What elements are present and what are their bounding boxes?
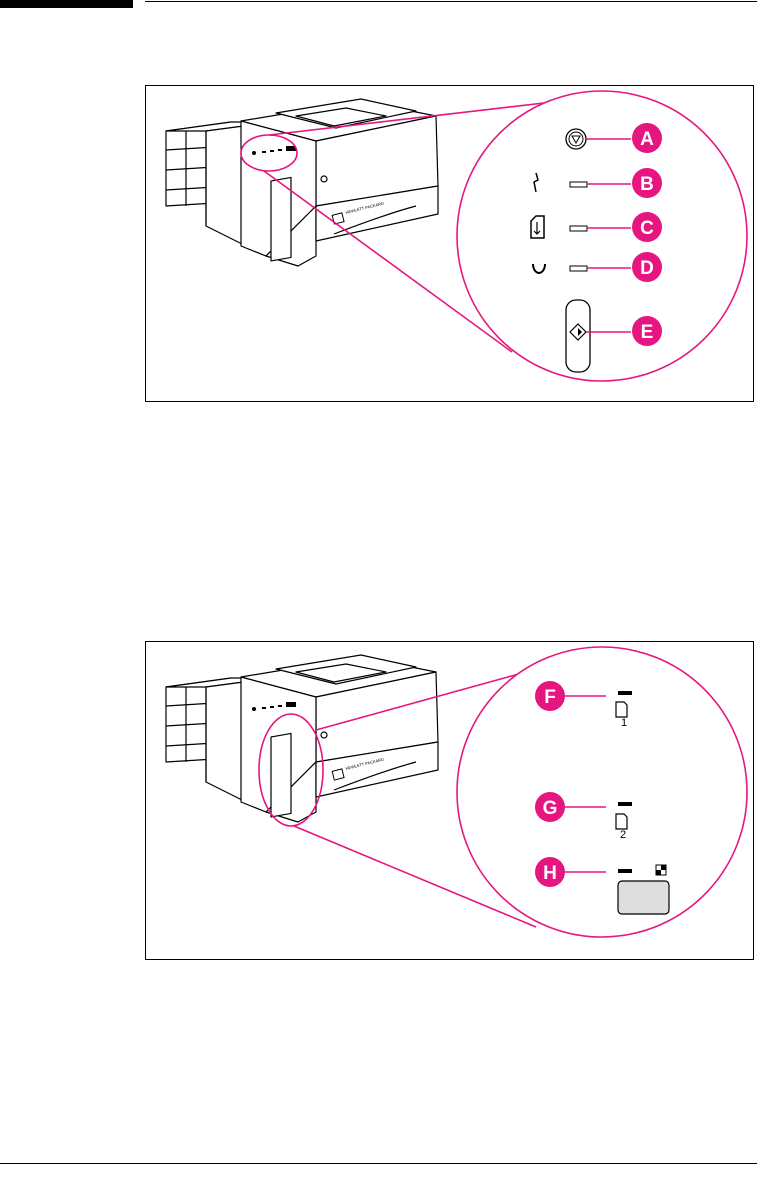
svg-text:1: 1	[621, 717, 627, 729]
svg-text:F: F	[544, 687, 556, 708]
printer-illustration	[166, 655, 438, 822]
callout-d: D	[632, 252, 662, 282]
svg-text:G: G	[543, 798, 558, 819]
svg-text:D: D	[640, 258, 654, 279]
callout-f: F	[535, 681, 565, 711]
svg-text:B: B	[640, 174, 654, 195]
svg-text:C: C	[640, 218, 654, 239]
tray-lights-drawing: HEWLETT PACKARD F 1 G 2	[146, 642, 752, 958]
tray-1-light-indicator	[618, 691, 632, 695]
printer-illustration	[166, 99, 438, 266]
callout-g: G	[535, 792, 565, 822]
footer-rule	[0, 1163, 757, 1164]
cancel-job-button-icon	[566, 129, 586, 149]
go-button-icon	[566, 300, 590, 372]
tray-2-light-indicator	[618, 802, 632, 806]
svg-text:E: E	[641, 322, 654, 343]
control-panel-drawing: HEWLETT PACKARD A B	[146, 86, 752, 400]
tray-lights-figure: HEWLETT PACKARD F 1 G 2	[145, 641, 754, 960]
tray-select-button-icon	[618, 881, 669, 914]
callout-e: E	[632, 316, 662, 346]
svg-text:A: A	[640, 129, 654, 150]
ready-light-indicator	[570, 266, 587, 271]
header-tab-bar	[0, 0, 133, 8]
manual-feed-light-indicator	[570, 226, 587, 231]
callout-b: B	[632, 168, 662, 198]
svg-text:H: H	[543, 863, 557, 884]
callout-a: A	[632, 123, 662, 153]
callout-c: C	[632, 212, 662, 242]
zoom-circle	[457, 647, 747, 937]
tray-select-symbol-icon	[656, 865, 666, 875]
manual-feed-light-icon	[531, 216, 544, 238]
callout-h: H	[535, 857, 565, 887]
control-panel-figure: HEWLETT PACKARD A B	[145, 85, 754, 402]
header-rule	[145, 1, 757, 2]
zoom-circle	[457, 91, 747, 381]
tray-select-light-indicator	[618, 869, 632, 873]
error-light-indicator	[570, 182, 587, 187]
svg-text:2: 2	[620, 829, 626, 841]
